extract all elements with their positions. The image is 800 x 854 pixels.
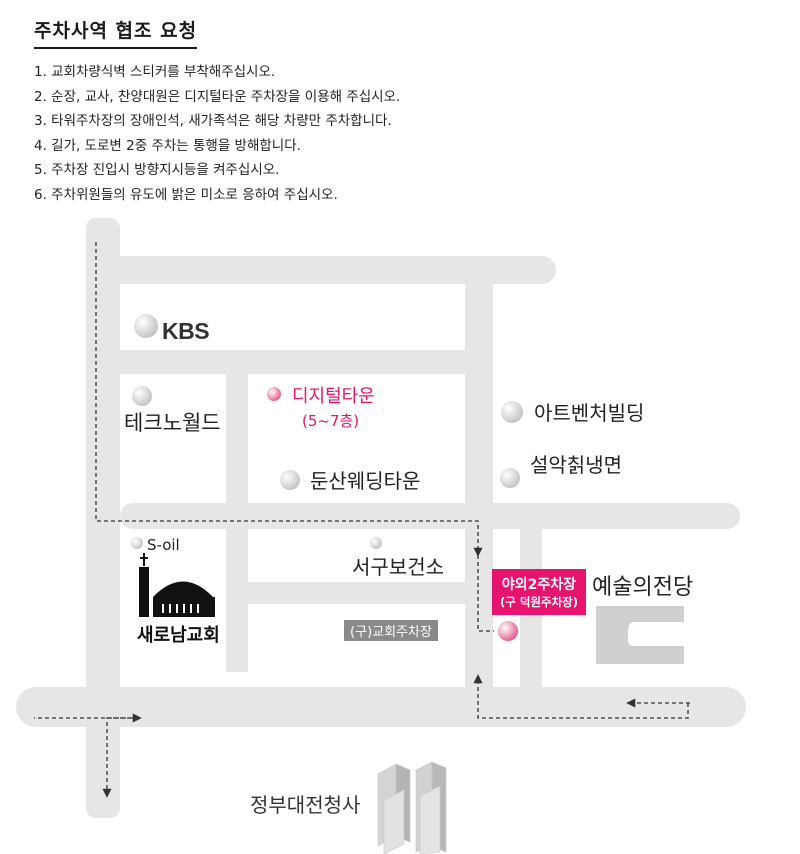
church-label: 새로남교회 — [137, 625, 220, 646]
instruction-item: 4. 길가, 도로변 2중 주차는 통행을 방해합니다. — [34, 137, 301, 154]
techno-world-marker — [132, 386, 152, 406]
digital-town-label: 디지털타운 — [292, 386, 375, 407]
outdoor-parking-label: 야외2주차장 — [502, 576, 576, 593]
seorak-label: 설악칡냉면 — [530, 453, 622, 477]
dunsan-wedding-label: 둔산웨딩타운 — [310, 469, 420, 493]
digital-town-floors-label: (5~7층) — [302, 412, 359, 430]
road-bottom-horizontal — [16, 687, 746, 727]
roads — [16, 218, 746, 818]
road-health-south — [248, 582, 465, 604]
seogu-health-marker — [370, 537, 382, 549]
instruction-item: 5. 주차장 진입시 방향지시등을 켜주십시오. — [34, 162, 280, 178]
outdoor-parking-box — [492, 569, 586, 615]
old-church-parking-label: (구)교회주차장 — [350, 625, 432, 640]
instruction-item: 3. 타워주차장의 장애인석, 새가족석은 해당 차량만 주차합니다. — [34, 113, 392, 129]
s-oil-label: S-oil — [147, 536, 180, 554]
instruction-item: 2. 순장, 교사, 찬양대원은 디지털타운 주차장을 이용해 주십시오. — [34, 88, 401, 105]
art-venture-marker — [501, 401, 523, 423]
church-illustration — [139, 553, 215, 617]
route-into-parking — [477, 555, 494, 632]
seorak-marker — [500, 468, 520, 488]
arts-center-label: 예술의전당 — [592, 575, 693, 600]
seogu-health-label: 서구보건소 — [352, 555, 444, 579]
road-top-horizontal — [86, 256, 556, 284]
instruction-list: 1. 교회차량식벽 스티커를 부착해주십시오. 2. 순장, 교사, 찬양대원은… — [34, 60, 400, 207]
old-church-parking-box — [344, 620, 438, 641]
road-left-vertical — [86, 218, 120, 818]
instruction-item: 6. 주차위원들의 유도에 밝은 미소로 응하여 주십시오. — [34, 186, 338, 203]
arts-center-building — [596, 606, 684, 664]
page-title: 주차사역 협조 요청 — [34, 16, 198, 49]
s-oil-marker — [131, 537, 143, 549]
techno-world-label: 테크노월드 — [124, 411, 221, 435]
dunsan-wedding-marker — [280, 470, 300, 490]
road-mid-horizontal — [120, 503, 740, 529]
kbs-marker — [134, 314, 158, 338]
art-venture-label: 아트벤처빌딩 — [534, 401, 644, 425]
instruction-item: 1. 교회차량식벽 스티커를 부착해주십시오. — [34, 64, 276, 80]
outdoor-parking-sublabel: (구 덕원주차장) — [500, 595, 578, 609]
road-main-vertical — [465, 260, 493, 700]
route-arrival — [473, 674, 689, 719]
route-left-down — [95, 242, 483, 557]
government-complex-building — [377, 761, 447, 854]
outdoor-parking-marker — [498, 621, 518, 641]
gov-complex-label: 정부대전청사 — [250, 793, 360, 817]
kbs-label: KBS — [162, 318, 209, 344]
road-kbs-south — [120, 350, 465, 374]
route-path — [34, 242, 690, 798]
digital-town-marker — [267, 387, 281, 401]
